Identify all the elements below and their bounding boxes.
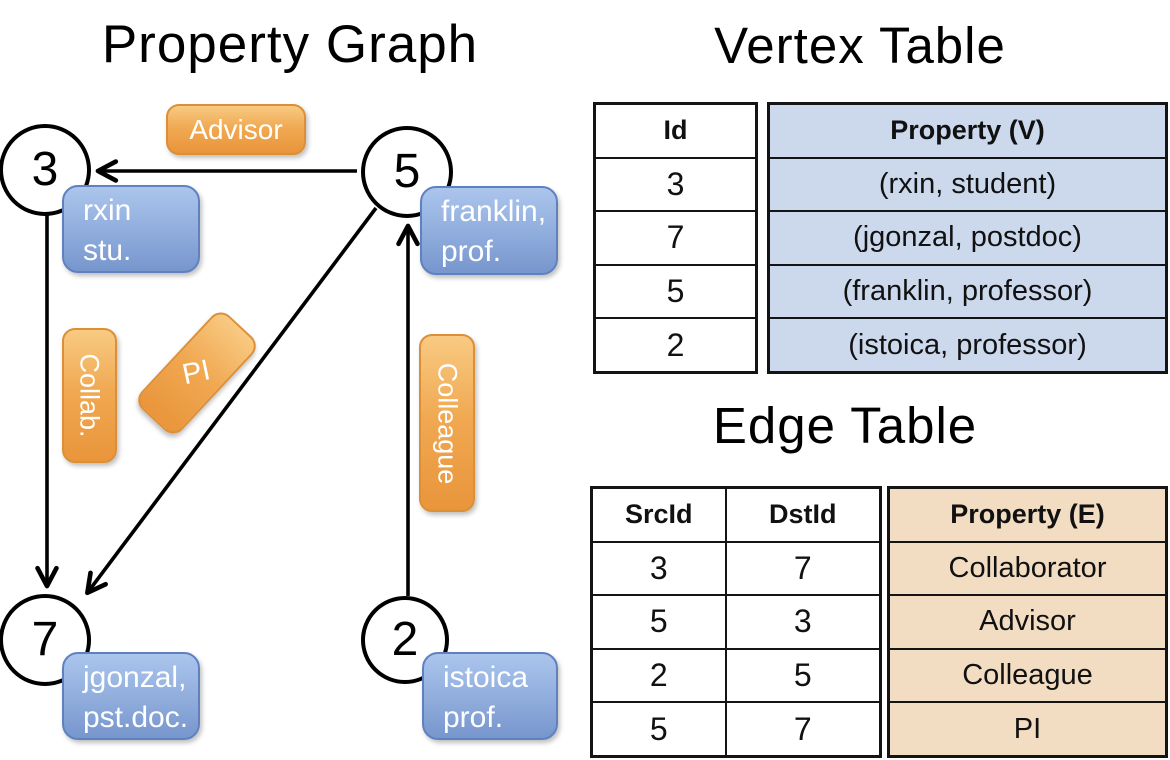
vertex-prop-line: prof. — [443, 701, 504, 734]
edge-table-srcid-cell: 2 — [649, 657, 668, 694]
edge-label-colleague-text: Colleague — [432, 362, 463, 484]
edge-label-pi-text: PI — [180, 354, 214, 392]
vertex-table-property-cell: (rxin, student) — [770, 156, 1165, 211]
node-id-3: 3 — [31, 143, 59, 196]
vertex-table-id-cell: 2 — [596, 317, 755, 371]
edge-table-dstid-cell: 7 — [724, 542, 879, 595]
vertex-prop-line: stu. — [83, 234, 132, 267]
edge-table-srcid-cell: 5 — [649, 603, 668, 640]
edge-table-property-cell: Advisor — [890, 594, 1165, 648]
node-id-2: 2 — [391, 613, 419, 666]
edge-5-to-7 — [85, 206, 378, 596]
edge-table-dstid-cell: 7 — [724, 703, 879, 755]
node-id-5: 5 — [393, 145, 421, 198]
vertex-prop-box-jgonzal: jgonzal, pst.doc. — [62, 652, 200, 740]
edge-table-id-columns: SrcId DstId 3 7 5 3 2 5 5 7 — [590, 486, 882, 758]
edge-table-dstid-cell: 5 — [724, 649, 879, 702]
vertex-table-id-cell: 7 — [596, 210, 755, 264]
edge-label-advisor: Advisor — [166, 104, 306, 155]
vertex-table-id-header: Id — [663, 115, 688, 146]
edge-table-property-cell: Colleague — [890, 647, 1165, 702]
vertex-prop-line: jgonzal, — [83, 661, 187, 694]
edge-table-srcid-cell: 5 — [649, 710, 668, 747]
vertex-table-title: Vertex Table — [714, 17, 1006, 74]
vertex-prop-box-istoica: istoica prof. — [422, 652, 558, 740]
edge-label-colleague: Colleague — [419, 334, 475, 512]
edge-table-dstid-cell: 3 — [724, 596, 879, 648]
vertex-prop-line: istoica — [443, 661, 529, 694]
vertex-table-property-cell: (jgonzal, postdoc) — [770, 210, 1165, 264]
edge-table-title: Edge Table — [712, 397, 978, 454]
vertex-table-property-cell: (istoica, professor) — [770, 317, 1165, 371]
vertex-table-id-cell: 3 — [596, 156, 755, 211]
edge-table-dstid-header: DstId — [724, 489, 879, 541]
vertex-table-property-column: Property (V) (rxin, student) (jgonzal, p… — [767, 102, 1168, 374]
vertex-prop-box-rxin: rxin stu. — [62, 185, 200, 273]
edge-label-collab-text: Collab. — [75, 353, 106, 438]
edge-table-property-cell: PI — [890, 701, 1165, 755]
vertex-table-property-header: Property (V) — [890, 115, 1045, 146]
edge-label-collab: Collab. — [62, 328, 117, 463]
vertex-prop-line: franklin, — [441, 195, 547, 228]
edge-table-srcid-cell: 3 — [649, 549, 668, 586]
vertex-table-id-cell: 5 — [596, 263, 755, 318]
property-graph-title: Property Graph — [101, 15, 479, 74]
vertex-table-property-cell: (franklin, professor) — [770, 263, 1165, 318]
vertex-table-id-column: Id 3 7 5 2 — [593, 102, 758, 374]
vertex-prop-line: prof. — [441, 235, 502, 268]
edge-table-srcid-header: SrcId — [625, 499, 693, 530]
edge-table-property-column: Property (E) Collaborator Advisor Collea… — [887, 486, 1168, 758]
vertex-prop-box-franklin: franklin, prof. — [420, 186, 558, 275]
edge-label-advisor-text: Advisor — [189, 113, 283, 145]
vertex-prop-line: pst.doc. — [83, 701, 189, 734]
edge-table-property-cell: Collaborator — [890, 540, 1165, 595]
vertex-prop-line: rxin — [83, 194, 132, 227]
edge-table-property-header: Property (E) — [950, 499, 1105, 530]
node-id-7: 7 — [31, 613, 59, 666]
